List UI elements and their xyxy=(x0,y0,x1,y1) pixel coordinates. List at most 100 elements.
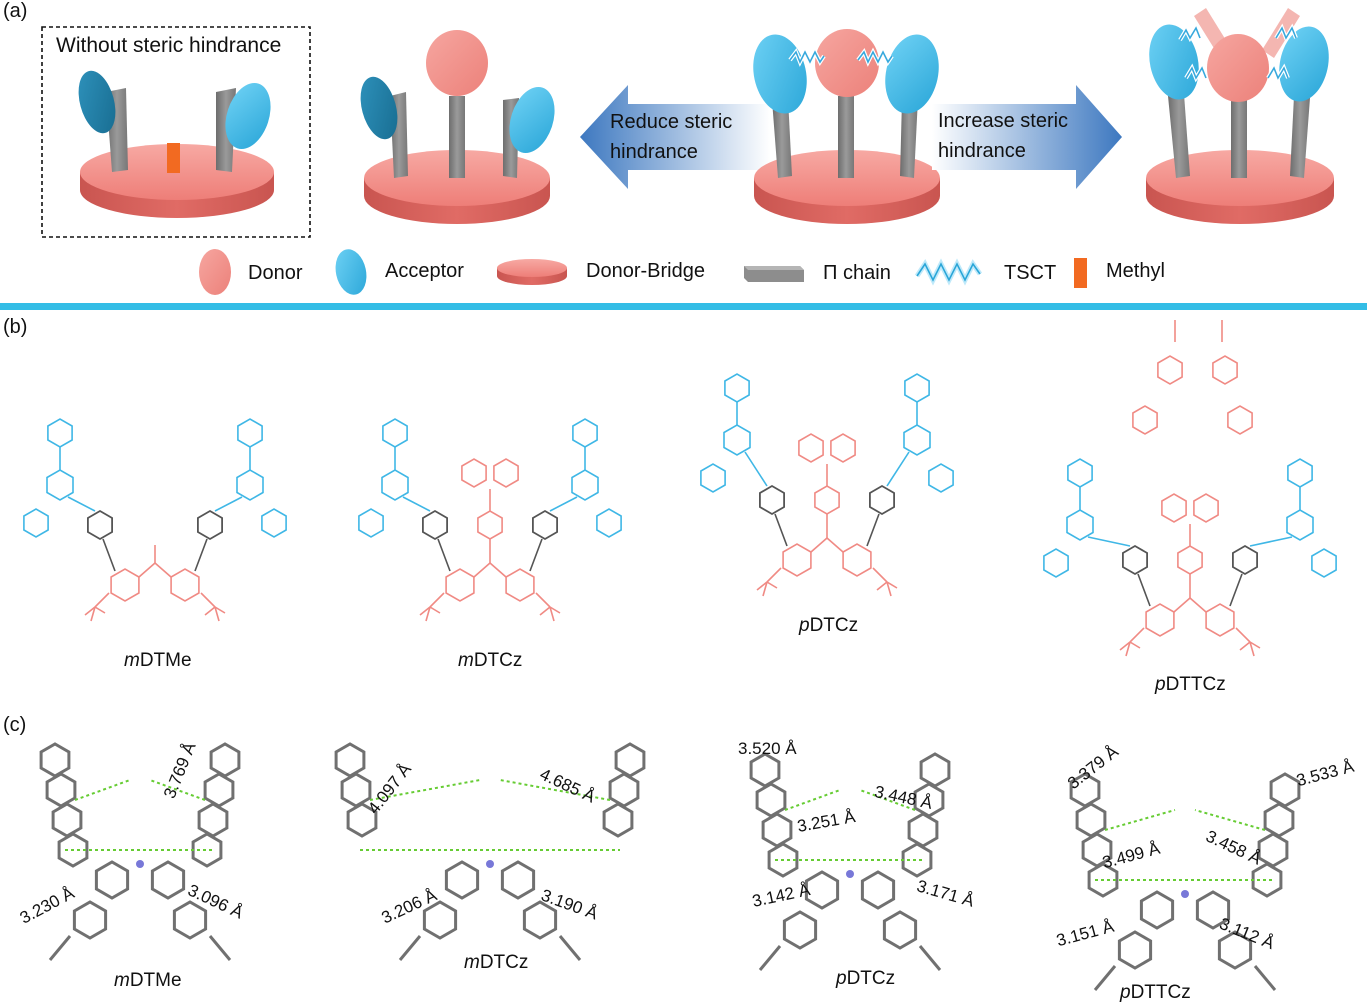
legend-methyl: Methyl xyxy=(1106,260,1165,282)
crystal-ring xyxy=(94,860,130,900)
crystal-ring xyxy=(1075,802,1107,838)
crystal-ring xyxy=(919,752,951,788)
bond xyxy=(1249,536,1293,547)
phenyl-ring xyxy=(47,418,73,448)
bond xyxy=(1253,965,1277,991)
crystal-ring xyxy=(39,742,71,778)
legend-donor-bridge: Donor-Bridge xyxy=(586,260,705,282)
bond xyxy=(539,606,551,616)
bond xyxy=(784,789,841,811)
triazine-ring xyxy=(903,424,931,456)
nitrogen-atom xyxy=(136,860,144,868)
triazine-ring xyxy=(1066,509,1094,541)
crystal-ring xyxy=(1263,802,1295,838)
reduce-arrow-label: Reduce steric hindrance xyxy=(610,111,733,163)
crystal-ring xyxy=(761,812,793,848)
methyl-block-icon xyxy=(1074,258,1087,288)
bond xyxy=(758,945,782,971)
crystal-ring xyxy=(340,772,372,808)
donor-ellipse-icon xyxy=(199,249,231,295)
bond xyxy=(398,935,422,961)
acceptor-ellipse-icon xyxy=(1149,24,1199,100)
panel-label-c: (c) xyxy=(3,714,27,736)
bond xyxy=(214,606,226,614)
crystal-ring xyxy=(72,900,108,940)
bond xyxy=(94,606,106,614)
crystal-ring xyxy=(334,742,366,778)
carbazole-ring xyxy=(461,458,487,488)
crystal-structures xyxy=(39,742,1301,991)
bond xyxy=(756,581,768,591)
crystal-ring xyxy=(782,910,818,950)
crystal-name: mDTCz xyxy=(464,952,529,973)
phenyl-ring xyxy=(1043,548,1069,578)
bond xyxy=(886,581,898,589)
bond xyxy=(419,606,431,616)
carbazole-ring xyxy=(830,433,856,463)
phenyl-ring xyxy=(724,373,750,403)
bond xyxy=(149,779,206,801)
bond xyxy=(473,562,491,578)
bond xyxy=(1249,641,1255,657)
crystal-ring xyxy=(804,870,840,910)
section-divider xyxy=(0,303,1367,310)
model-without-hindrance xyxy=(78,70,274,218)
bond xyxy=(90,606,96,622)
crystal-ring xyxy=(197,802,229,838)
bond xyxy=(84,606,96,616)
acceptor-ellipse-icon xyxy=(78,70,116,134)
bond xyxy=(766,581,778,589)
carbazole-ring xyxy=(782,543,812,577)
crystal-ring xyxy=(422,900,458,940)
legend-pi-chain: Π chain xyxy=(823,262,891,284)
bond xyxy=(369,779,481,801)
bond xyxy=(1129,627,1145,643)
bond xyxy=(886,451,910,487)
crystal-ring xyxy=(150,860,186,900)
phenyl-ring xyxy=(869,484,895,516)
bond xyxy=(549,606,555,622)
bond xyxy=(402,496,431,512)
crystal-name: pDTTCz xyxy=(1120,982,1191,1003)
acceptor-ellipse-icon xyxy=(885,34,939,114)
crystal-ring xyxy=(860,870,896,910)
bond xyxy=(94,592,110,608)
bond xyxy=(102,538,116,572)
panel-label-b: (b) xyxy=(3,316,28,338)
crystal-ring xyxy=(500,860,536,900)
triazine-ring xyxy=(236,469,264,501)
triazine-ring xyxy=(1286,509,1314,541)
bond xyxy=(1239,641,1251,651)
donor-ellipse-icon xyxy=(1207,34,1269,102)
bond xyxy=(489,562,507,578)
bond xyxy=(429,592,445,608)
model-increased-hindrance xyxy=(1146,8,1334,224)
nitrogen-atom xyxy=(846,870,854,878)
crystal-ring xyxy=(1139,890,1175,930)
crystal-ring xyxy=(346,802,378,838)
bond xyxy=(499,779,611,801)
bond xyxy=(138,562,156,578)
bond xyxy=(549,606,561,614)
legend-tsct: TSCT xyxy=(1004,262,1057,284)
crystal-ring xyxy=(1269,772,1301,808)
phenyl-ring xyxy=(358,508,384,538)
crystal-name: pDTCz xyxy=(836,968,896,989)
crystal-ring xyxy=(901,842,933,878)
bond xyxy=(204,606,216,616)
carbazole-ring xyxy=(1193,493,1219,523)
bond xyxy=(1119,641,1131,651)
carbazole-ring xyxy=(493,458,519,488)
nitrogen-atom xyxy=(1181,890,1189,898)
bond xyxy=(437,538,451,572)
carbazole-ring xyxy=(1132,405,1158,435)
acceptor-ellipse-icon xyxy=(335,249,367,295)
crystal-ring xyxy=(172,900,208,940)
bond xyxy=(48,935,72,961)
phenyl-ring xyxy=(261,508,287,538)
phenyl-ring xyxy=(196,509,224,541)
phenyl-ring xyxy=(237,418,263,448)
phenyl-ring xyxy=(928,463,954,493)
phenyl-ring xyxy=(532,509,558,541)
bond xyxy=(1129,641,1141,649)
